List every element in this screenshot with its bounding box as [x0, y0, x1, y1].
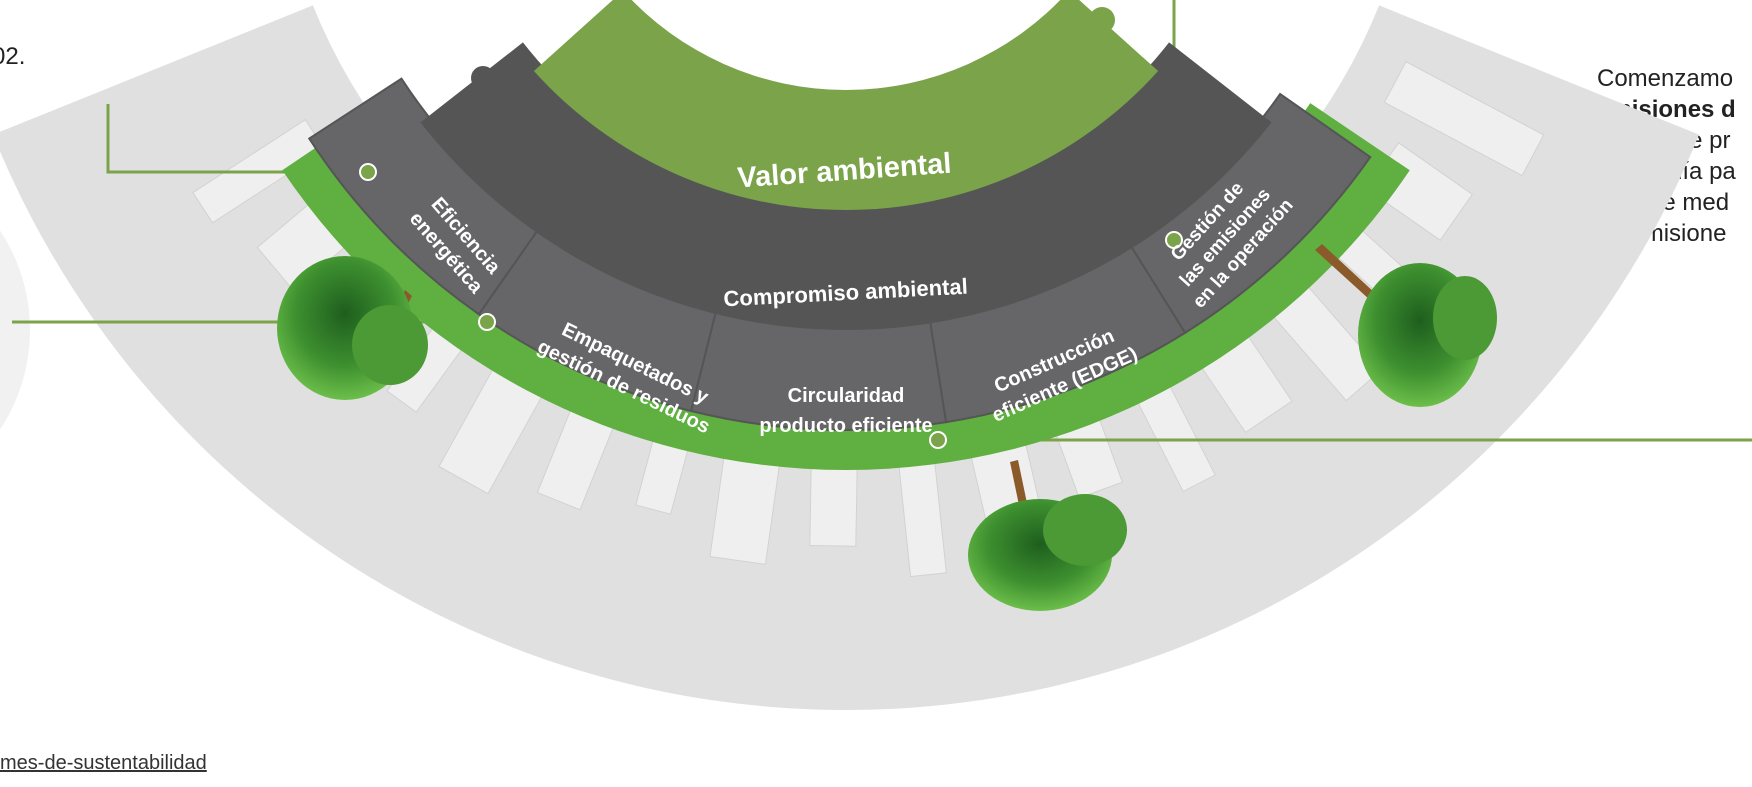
sustainability-report-link[interactable]: mes-de-sustentabilidad — [0, 752, 207, 774]
tree-bottom — [968, 460, 1127, 611]
callout-dot — [1165, 231, 1183, 249]
callout-dot — [478, 313, 496, 331]
knob — [390, 148, 414, 172]
right-text-line: Comenzamo — [1597, 65, 1734, 92]
svg-text:producto eficiente: producto eficiente — [759, 415, 932, 437]
segment-label-circularidad: Circularidad producto eficiente — [759, 385, 932, 437]
callout-dot — [359, 163, 377, 181]
core-band-valor — [533, 0, 1159, 210]
callout-dots — [359, 163, 1183, 449]
left-text-fragment: ) 02. — [0, 10, 25, 72]
tree-right — [1315, 244, 1497, 407]
knob — [1089, 7, 1115, 33]
grass-ring — [282, 103, 1410, 471]
svg-text:Circularidad: Circularidad — [788, 385, 905, 407]
puzzle-knobs — [390, 7, 1314, 172]
background-circle — [0, 230, 30, 430]
knob — [591, 36, 615, 60]
building — [1383, 61, 1545, 177]
knob — [1290, 122, 1314, 146]
tree-left — [277, 256, 428, 400]
knob — [1172, 98, 1196, 122]
callout-dot — [929, 431, 947, 449]
middle-band-compromiso — [420, 42, 1272, 330]
outer-segment-ring — [307, 77, 1372, 431]
left-text-line: 02. — [0, 43, 26, 70]
knob — [471, 66, 495, 90]
callout-line-top-left — [106, 104, 366, 174]
